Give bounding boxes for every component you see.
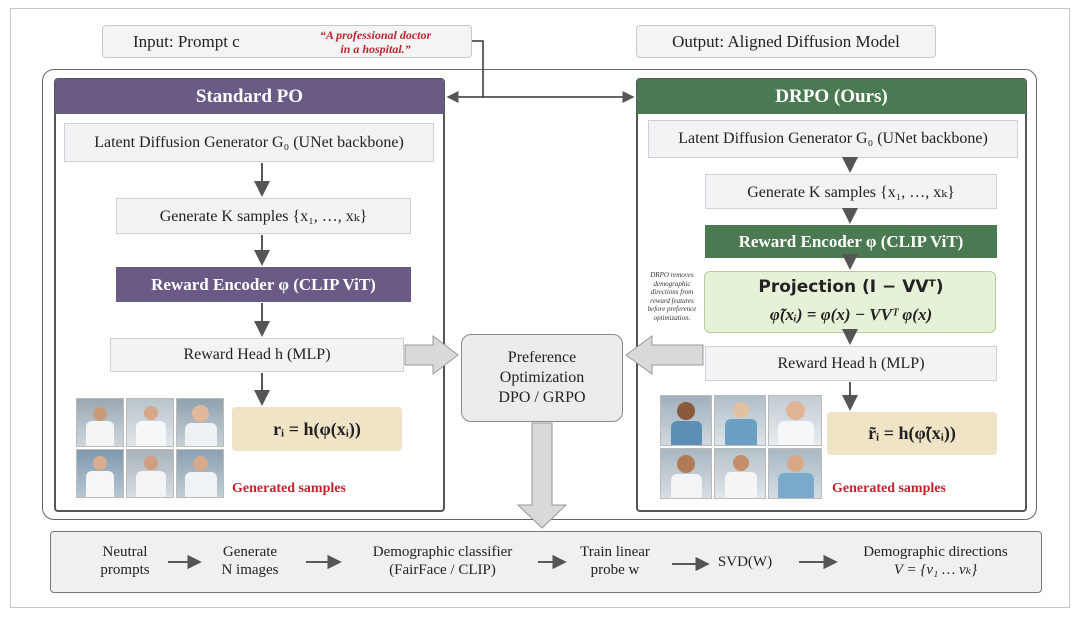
standard-po-header: Standard PO <box>55 79 444 114</box>
drpo-head-box: Reward Head h (MLP) <box>705 346 997 381</box>
doctor-image <box>126 398 174 447</box>
drpo-note: DRPO removes demographic directions from… <box>647 271 697 322</box>
doctor-image <box>176 449 224 498</box>
input-label: Input: Prompt c <box>133 31 240 51</box>
standard-samples-box: Generate K samples {x₁, …, xₖ} <box>116 198 411 234</box>
prompt-quote: “A professional doctor in a hospital.” <box>288 28 463 56</box>
projection-formula: φ̃(xᵢ) = φ(x) − VVᵀ φ(x) <box>769 305 933 324</box>
input-connector <box>446 40 484 103</box>
doctor-image <box>714 395 766 446</box>
head-to-preference-arrow <box>404 334 459 376</box>
pipeline-step-svd: SVD(W) <box>717 554 773 570</box>
drpo-header: DRPO (Ours) <box>637 79 1026 114</box>
drpo-encoder-box: Reward Encoder φ (CLIP ViT) <box>705 225 997 258</box>
prompt-quote-line1: “A professional doctor <box>319 28 432 42</box>
head-to-preference-arrow <box>625 335 704 375</box>
input-prompt-box: Input: Prompt c “A professional doctor i… <box>102 25 472 58</box>
output-box: Output: Aligned Diffusion Model <box>636 25 936 58</box>
drpo-samples-label: Generated samples <box>832 481 946 496</box>
standard-head-box: Reward Head h (MLP) <box>110 338 404 372</box>
projection-box: Projection (I − VVᵀ) φ̃(xᵢ) = φ(x) − VVᵀ… <box>704 271 996 333</box>
preference-line3: DPO / GRPO <box>498 389 586 406</box>
drpo-generator-box: Latent Diffusion Generator G₀ (UNet back… <box>648 120 1018 158</box>
drpo-samples-box: Generate K samples {x₁, …, xₖ} <box>705 174 997 209</box>
doctor-image <box>660 448 712 499</box>
demographic-pipeline <box>50 531 1042 593</box>
prompt-quote-line2: in a hospital.” <box>340 42 411 56</box>
standard-samples-label: Generated samples <box>232 481 346 496</box>
projection-title: Projection (I − VVᵀ) <box>758 277 944 297</box>
doctor-image <box>76 449 124 498</box>
standard-reward-formula: rᵢ = h(φ(xᵢ)) <box>232 407 402 451</box>
figure-frame <box>10 8 1070 608</box>
standard-encoder-box: Reward Encoder φ (CLIP ViT) <box>116 267 411 302</box>
doctor-image <box>768 448 822 499</box>
pipeline-step-classifier: Demographic classifier(FairFace / CLIP) <box>372 544 513 578</box>
doctor-image <box>176 398 224 447</box>
doctor-image <box>660 395 712 446</box>
preference-line1: Preference <box>507 349 577 366</box>
output-label: Output: Aligned Diffusion Model <box>672 31 900 51</box>
doctor-image <box>76 398 124 447</box>
preference-to-pipeline-arrow <box>516 422 568 529</box>
drpo-sample-grid <box>660 395 822 499</box>
drpo-reward-formula: r̃ᵢ = h(φ̃(xᵢ)) <box>827 412 997 455</box>
doctor-image <box>126 449 174 498</box>
preference-optimization-box: Preference Optimization DPO / GRPO <box>461 334 623 422</box>
preference-line2: Optimization <box>499 369 585 386</box>
doctor-image <box>768 395 822 446</box>
standard-sample-grid <box>76 398 224 498</box>
doctor-image <box>714 448 766 499</box>
standard-generator-box: Latent Diffusion Generator G₀ (UNet back… <box>64 123 434 162</box>
